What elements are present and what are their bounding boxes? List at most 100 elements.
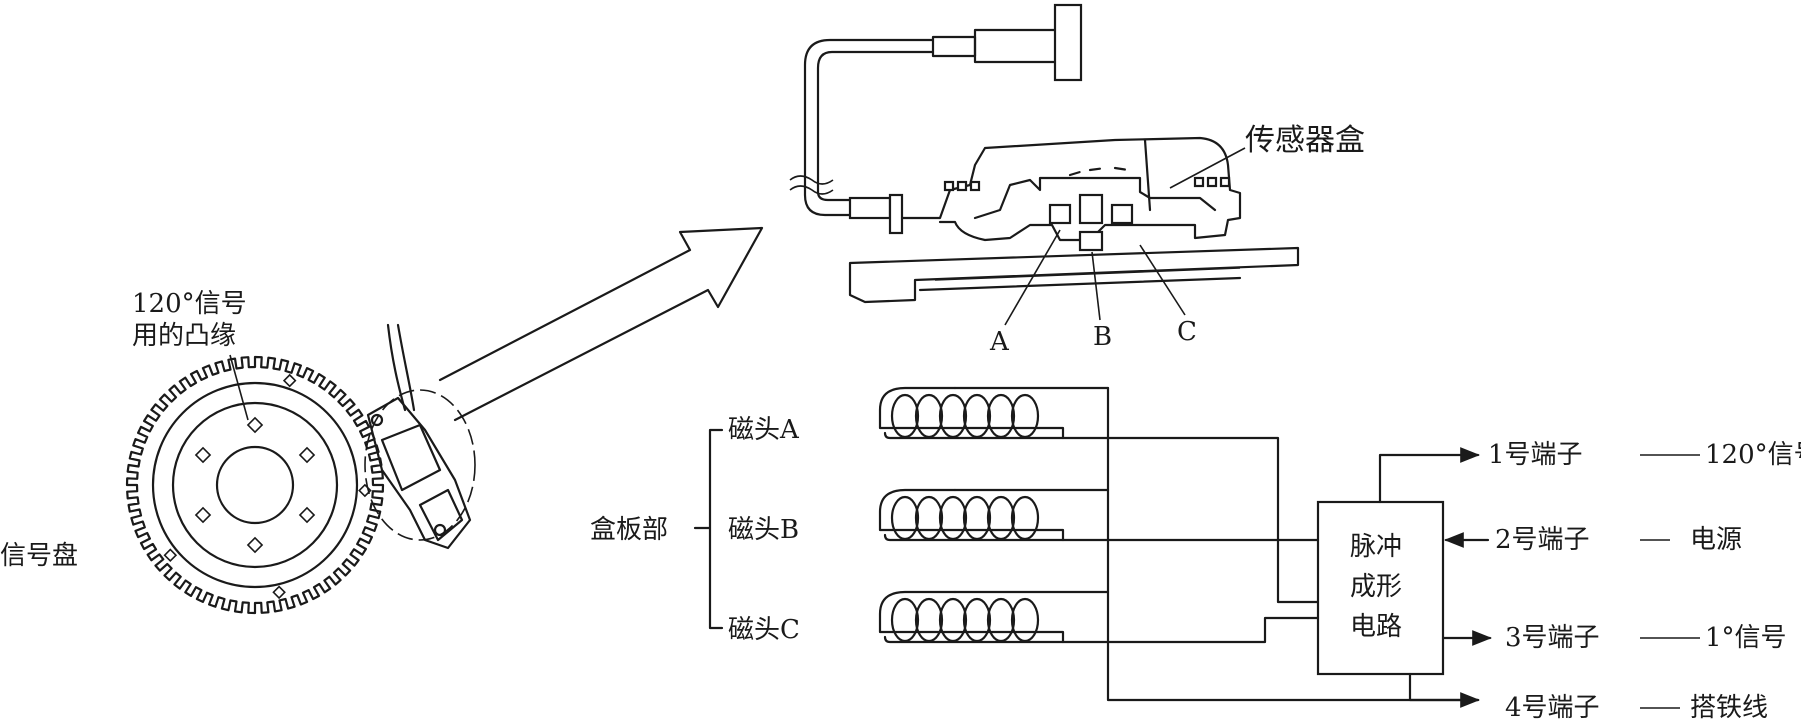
housing-pins-right — [1193, 176, 1231, 188]
plate-inner-line — [934, 267, 1241, 281]
point-a-pointer — [1004, 229, 1061, 326]
bolt-hole — [194, 506, 212, 524]
connector-plug — [1053, 3, 1083, 82]
coil-turn — [914, 393, 944, 439]
head-a-block — [1048, 203, 1072, 225]
coil-turn — [962, 495, 992, 541]
coil-turn — [890, 597, 920, 643]
cam-edge-pointer — [229, 354, 249, 421]
coil-a — [878, 386, 1065, 440]
shaping-label-line2: 成形 — [1350, 572, 1402, 602]
coil-turn — [962, 597, 992, 643]
coil-turn — [938, 495, 968, 541]
schematic — [693, 386, 1700, 709]
connector-neck — [931, 35, 977, 58]
terminal-4-signal: 搭铁线 — [1690, 693, 1768, 723]
disc-hub — [215, 445, 295, 525]
housing-top-divider — [1143, 138, 1152, 212]
terminal-3-signal: 1°信号 — [1705, 623, 1787, 653]
point-b-pointer — [1091, 251, 1101, 321]
connector-body — [973, 28, 1057, 64]
shaping-label-line1: 脉冲 — [1350, 532, 1402, 562]
head-c-block — [1110, 203, 1134, 225]
sensor-coil-body — [380, 423, 442, 492]
head-a-signal-wire — [1061, 436, 1320, 604]
cam-edge-mark — [272, 585, 286, 600]
head-b-block — [1078, 193, 1104, 225]
sensor-on-disc — [364, 323, 476, 550]
detail-callout-ellipse — [364, 389, 476, 541]
terminal-1-signal: 120°信号 — [1705, 440, 1801, 470]
head-b-label: 磁头B — [728, 515, 799, 545]
sensor-box-housing — [900, 136, 1242, 242]
coil-turn — [890, 393, 920, 439]
sensor-box-detail — [789, 3, 1300, 326]
sensor-bracket — [366, 396, 472, 550]
coil-turn — [986, 393, 1016, 439]
point-c-pointer — [1139, 244, 1186, 316]
signal-disc — [125, 355, 385, 615]
coil-turn — [1010, 597, 1040, 643]
terminal-2-name: 2号端子 — [1495, 525, 1590, 555]
coil-turn — [986, 597, 1016, 643]
coil-turn — [1010, 393, 1040, 439]
cam-edge-label-line2: 用的凸缘 — [132, 321, 236, 351]
terminal-2-signal: 电源 — [1690, 525, 1742, 555]
coil-turn — [1010, 495, 1040, 541]
coil-turn — [938, 597, 968, 643]
housing-dashes — [1068, 166, 1130, 177]
head-a-label: 磁头A — [728, 415, 800, 445]
terminal-4-wire — [1408, 672, 1480, 708]
bolt-hole — [298, 446, 316, 464]
head-c-label: 磁头C — [728, 615, 800, 645]
lead-cable — [803, 38, 935, 217]
coil-turn — [890, 495, 920, 541]
bolt-hole — [194, 446, 212, 464]
coil-c — [878, 590, 1065, 644]
terminal-1-wire — [1378, 447, 1480, 504]
cam-edge-mark — [282, 373, 297, 388]
magnetic-head-coils — [878, 386, 1065, 644]
coil-turn — [962, 393, 992, 439]
cam-edge-marks — [163, 373, 372, 600]
mounting-plate — [848, 246, 1300, 304]
cam-edge-mark — [163, 548, 178, 562]
bolt-hole — [246, 536, 264, 554]
sensor-box-pointer — [1169, 147, 1246, 189]
sensor-screw-top — [370, 413, 384, 427]
board-bracket — [693, 428, 724, 630]
bolt-hole — [246, 416, 264, 434]
coil-turn — [914, 495, 944, 541]
housing-inner-step — [973, 176, 1217, 220]
head-b-tip — [1078, 230, 1104, 252]
common-bus-wire — [953, 386, 1110, 594]
plate-lower-edge — [918, 276, 1242, 292]
cam-edge-label-line1: 120°信号 — [132, 289, 247, 319]
coil-b — [878, 488, 1065, 542]
coil-return-wire — [1106, 386, 1480, 702]
coil-turn — [938, 393, 968, 439]
point-b-label: B — [1093, 322, 1112, 352]
pulse-shaping-circuit — [1316, 500, 1445, 676]
terminal-3-name: 3号端子 — [1505, 623, 1600, 653]
bolt-hole — [298, 506, 316, 524]
bolt-holes — [194, 416, 316, 554]
terminal-1-name: 1号端子 — [1488, 440, 1583, 470]
signal-disc-label: 信号盘 — [0, 541, 78, 571]
sensor-cable — [386, 323, 416, 412]
head-c-signal-wire — [1061, 616, 1320, 644]
disc-rim — [151, 381, 359, 589]
detail-arrow — [438, 226, 764, 422]
coil-turn — [914, 597, 944, 643]
cable-break-mark — [789, 175, 834, 195]
grommet-collar — [888, 193, 904, 235]
board-section-label: 盒板部 — [590, 515, 668, 545]
terminal-4-name: 4号端子 — [1505, 693, 1600, 723]
point-a-label: A — [989, 327, 1010, 357]
point-c-label: C — [1177, 317, 1197, 347]
sensor-box-label: 传感器盒 — [1245, 123, 1365, 158]
sensor-lower-body — [418, 488, 464, 542]
shaping-label-line3: 电路 — [1350, 612, 1402, 642]
